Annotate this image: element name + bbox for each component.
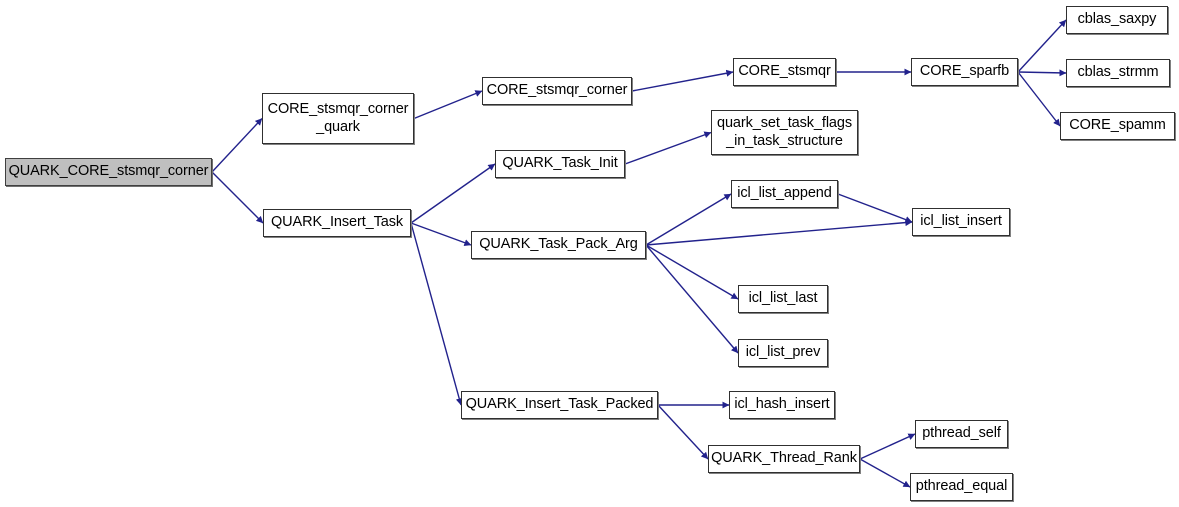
graph-node-icl_list_insert[interactable]: icl_list_insert (912, 208, 1010, 236)
edge-task_pack_arg-to-icl_list_last (645, 244, 739, 300)
edge-core_sparfb-to-cblas_saxpy (1017, 19, 1067, 73)
graph-node-pthread_equal[interactable]: pthread_equal (910, 473, 1013, 501)
edge-stsmqr_corner-to-core_stsmqr (631, 69, 734, 92)
graph-node-insert_task[interactable]: QUARK_Insert_Task (263, 209, 411, 237)
edge-insert_task_packed-to-quark_thread_rank (657, 404, 709, 460)
edge-core_sparfb-to-cblas_strmm (1017, 69, 1067, 77)
graph-node-task_pack_arg[interactable]: QUARK_Task_Pack_Arg (471, 231, 646, 259)
graph-node-quark_set_task_flags[interactable]: quark_set_task_flags _in_task_structure (711, 110, 858, 155)
graph-node-icl_list_append[interactable]: icl_list_append (731, 180, 838, 208)
graph-node-icl_list_prev[interactable]: icl_list_prev (738, 339, 828, 367)
edge-stsmqr_corner_quark-to-stsmqr_corner (413, 90, 483, 120)
graph-node-core_spamm[interactable]: CORE_spamm (1060, 112, 1175, 140)
graph-node-insert_task_packed[interactable]: QUARK_Insert_Task_Packed (461, 391, 658, 419)
edge-core_sparfb-to-core_spamm (1017, 71, 1061, 127)
edge-quark_thread_rank-to-pthread_self (859, 433, 916, 460)
graph-node-pthread_self[interactable]: pthread_self (915, 420, 1008, 448)
edge-task_init-to-quark_set_task_flags (624, 131, 712, 165)
edge-quark_thread_rank-to-pthread_equal (859, 458, 911, 488)
graph-node-icl_hash_insert[interactable]: icl_hash_insert (729, 391, 835, 419)
graph-node-task_init[interactable]: QUARK_Task_Init (495, 150, 625, 178)
edge-root-to-stsmqr_corner_quark (211, 118, 263, 173)
edge-task_pack_arg-to-icl_list_prev (645, 244, 739, 354)
edge-task_pack_arg-to-icl_list_append (645, 193, 732, 246)
graph-node-quark_thread_rank[interactable]: QUARK_Thread_Rank (708, 445, 860, 473)
edge-insert_task-to-insert_task_packed (410, 222, 463, 406)
graph-node-icl_list_last[interactable]: icl_list_last (738, 285, 828, 313)
graph-node-cblas_saxpy[interactable]: cblas_saxpy (1066, 6, 1168, 34)
graph-node-stsmqr_corner_quark[interactable]: CORE_stsmqr_corner _quark (262, 93, 414, 144)
edge-insert_task-to-task_init (410, 163, 496, 224)
graph-node-core_stsmqr[interactable]: CORE_stsmqr (733, 58, 836, 86)
edge-root-to-insert_task (211, 171, 264, 224)
edge-icl_list_append-to-icl_list_insert (837, 193, 913, 223)
edge-task_pack_arg-to-icl_list_insert (645, 219, 913, 246)
graph-node-root[interactable]: QUARK_CORE_stsmqr_corner (5, 158, 212, 186)
graph-node-core_sparfb[interactable]: CORE_sparfb (911, 58, 1018, 86)
edge-insert_task-to-task_pack_arg (410, 222, 472, 246)
graph-node-stsmqr_corner[interactable]: CORE_stsmqr_corner (482, 77, 632, 105)
graph-node-cblas_strmm[interactable]: cblas_strmm (1066, 59, 1170, 87)
